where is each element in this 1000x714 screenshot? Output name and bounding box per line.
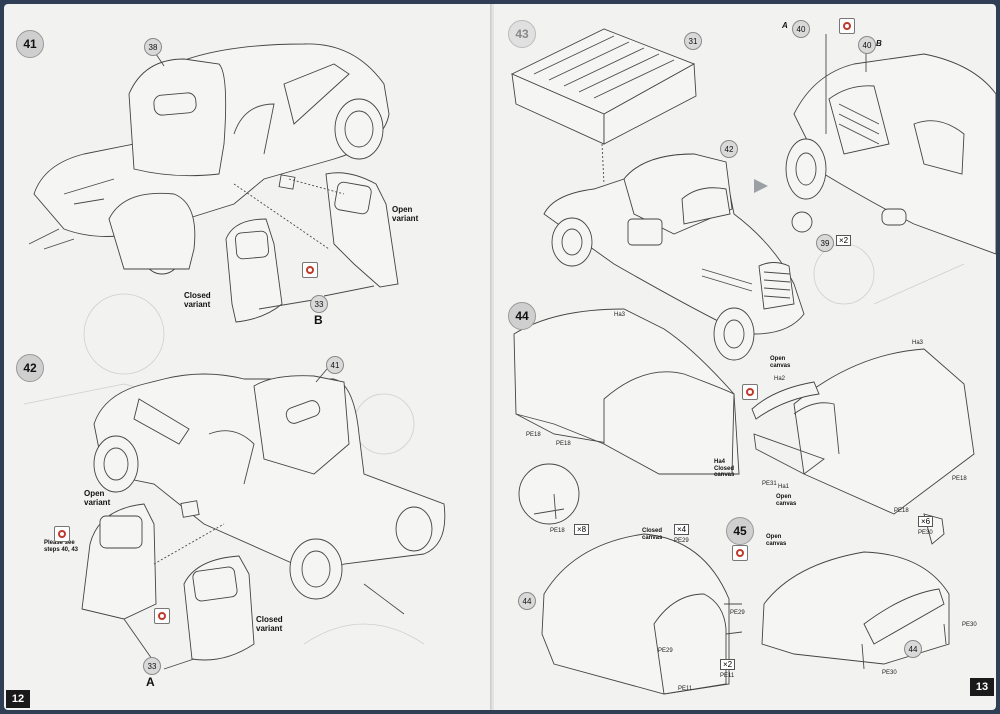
quantity-badge: ×4	[674, 524, 690, 535]
glue-icon	[154, 608, 170, 624]
canvas-part-label: Ha3	[912, 340, 924, 346]
photo-etch-label: PE30	[962, 622, 977, 628]
photo-etch-label: PE31	[762, 481, 777, 487]
step-43-truck-bed-drawing	[510, 28, 697, 185]
part-number-callout: 40	[792, 20, 810, 38]
photo-etch-label: PE18	[556, 441, 571, 447]
instruction-page-right: 43 31 42 39 ×2 A 40 40 B 44 Ha3 Ha3 Ha2 …	[494, 4, 996, 710]
step-44-closed-canvas-drawing	[513, 308, 740, 525]
step-42-vehicle-drawing	[81, 373, 446, 670]
photo-etch-label: PE18	[550, 528, 565, 534]
step-44-open-canvas-drawing	[751, 348, 975, 515]
closed-canvas-label: Ha4 Closed canvas	[714, 459, 735, 479]
step-number-badge: 42	[16, 354, 44, 382]
page-number: 13	[970, 678, 994, 696]
glue-icon	[302, 262, 318, 278]
left-page-drawings	[23, 43, 446, 670]
instruction-page-left: 41 38 Open variant Closed variant 33 B 4…	[4, 4, 492, 710]
photo-etch-label: PE11	[678, 686, 693, 692]
part-number-callout: 44	[904, 640, 922, 658]
photo-etch-label: PE18	[952, 476, 967, 482]
part-number-callout: 33	[143, 657, 161, 675]
marker-label: B	[876, 39, 882, 48]
quantity-badge: ×2	[836, 235, 852, 246]
glue-icon	[732, 545, 748, 561]
step-43-truck-drawing	[543, 153, 805, 361]
photo-etch-label: PE30	[882, 670, 897, 676]
glue-icon	[742, 384, 758, 400]
quantity-badge: ×6	[918, 516, 934, 527]
photo-etch-label: PE18	[526, 432, 541, 438]
open-canvas-label: Open canvas	[766, 534, 787, 547]
step-number-badge: 45	[726, 517, 754, 545]
next-arrow-icon	[754, 179, 768, 193]
page-gutter	[490, 4, 496, 710]
step-number-badge: 43	[508, 20, 536, 48]
side-marker-label: A	[146, 675, 155, 689]
photo-etch-label: PE18	[894, 508, 909, 514]
right-page-drawings	[510, 28, 996, 695]
step-45-open-canvas-drawing	[761, 551, 950, 670]
photo-etch-label: PE29	[674, 538, 689, 544]
open-variant-label: Open variant	[392, 205, 419, 223]
marker-label: A	[782, 21, 788, 30]
part-number-callout: 38	[144, 38, 162, 56]
side-marker-label: B	[314, 313, 323, 327]
part-number-callout: 41	[326, 356, 344, 374]
closed-canvas-label: Closed canvas	[642, 528, 663, 541]
part-number-callout: 40	[858, 36, 876, 54]
part-number-callout: 31	[684, 32, 702, 50]
canvas-part-label: Ha1	[778, 484, 790, 490]
page-number: 12	[6, 690, 30, 708]
open-canvas-label: Open canvas	[776, 494, 797, 507]
step-43-cab-detail-drawing	[785, 34, 996, 255]
photo-etch-icon	[54, 526, 70, 542]
photo-etch-label: PE29	[730, 610, 745, 616]
open-variant-label: Open variant	[84, 489, 111, 507]
step-number-badge: 44	[508, 302, 536, 330]
part-number-callout: 33	[310, 295, 328, 313]
canvas-part-label: Ha3	[614, 312, 626, 318]
quantity-badge: ×8	[574, 524, 590, 535]
open-canvas-label: Open canvas	[770, 356, 791, 369]
step-number-badge: 41	[16, 30, 44, 58]
part-number-callout: 42	[720, 140, 738, 158]
photo-etch-label: PE30	[918, 530, 933, 536]
step-41-vehicle-drawing	[28, 43, 399, 323]
photo-etch-label: PE11	[720, 673, 735, 679]
canvas-part-label: Ha2	[774, 376, 786, 382]
quantity-badge: ×2	[720, 659, 736, 670]
closed-variant-label: Closed variant	[184, 291, 211, 309]
part-number-callout: 39	[816, 234, 834, 252]
closed-variant-label: Closed variant	[256, 615, 283, 633]
part-number-callout: 44	[518, 592, 536, 610]
glue-icon	[839, 18, 855, 34]
photo-etch-label: PE29	[658, 648, 673, 654]
reference-note: Please see steps 40, 43	[44, 540, 79, 553]
step-45-closed-canvas-drawing	[541, 533, 743, 695]
